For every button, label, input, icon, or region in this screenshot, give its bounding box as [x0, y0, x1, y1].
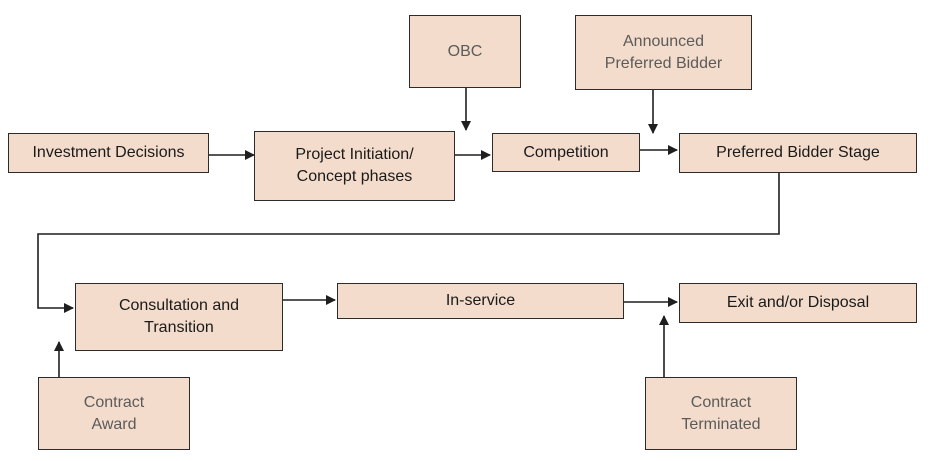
exit-disposal-box: Exit and/or Disposal [679, 283, 917, 323]
project-initiation-box: Project Initiation/ Concept phases [254, 131, 455, 201]
in-service-box: In-service [337, 283, 624, 319]
competition-box: Competition [492, 133, 640, 172]
consultation-transition-box: Consultation and Transition [75, 283, 283, 351]
investment-decisions-box: Investment Decisions [8, 133, 209, 173]
contract-terminated-box: Contract Terminated [645, 377, 797, 450]
contract-award-box: Contract Award [38, 377, 190, 450]
preferred-bidder-stage-box: Preferred Bidder Stage [679, 133, 917, 173]
obc-box: OBC [409, 15, 521, 88]
announced-preferred-bidder-box: Announced Preferred Bidder [575, 15, 752, 90]
arrow-preferred-bidder-to-consultation [37, 173, 780, 313]
